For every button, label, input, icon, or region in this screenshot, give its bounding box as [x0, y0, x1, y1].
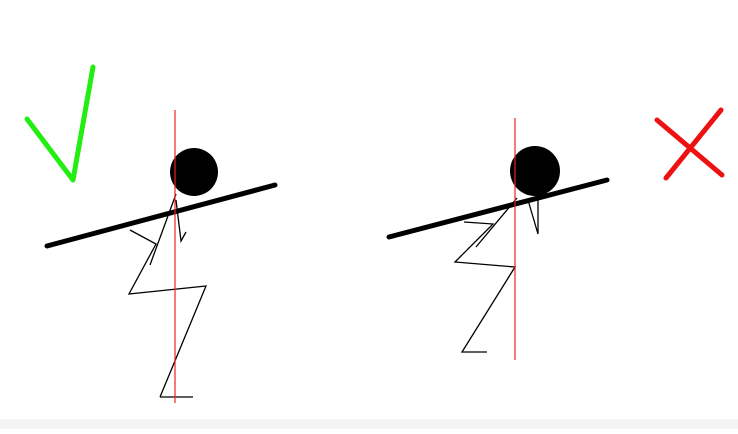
cross-icon-stroke-2 [663, 107, 724, 181]
arm-correct [175, 199, 187, 244]
panel-correct [24, 64, 278, 403]
bottom-band [0, 419, 738, 429]
arm-incorrect [527, 199, 539, 235]
head-correct [170, 148, 218, 196]
barbell-incorrect [386, 177, 610, 240]
barbell-correct [44, 182, 278, 249]
check-icon [24, 64, 96, 183]
stick-figure-incorrect [453, 221, 517, 353]
torso-line-correct [149, 193, 177, 266]
head-incorrect [510, 146, 560, 196]
stick-figure-correct [127, 229, 208, 398]
panel-incorrect [386, 107, 725, 360]
